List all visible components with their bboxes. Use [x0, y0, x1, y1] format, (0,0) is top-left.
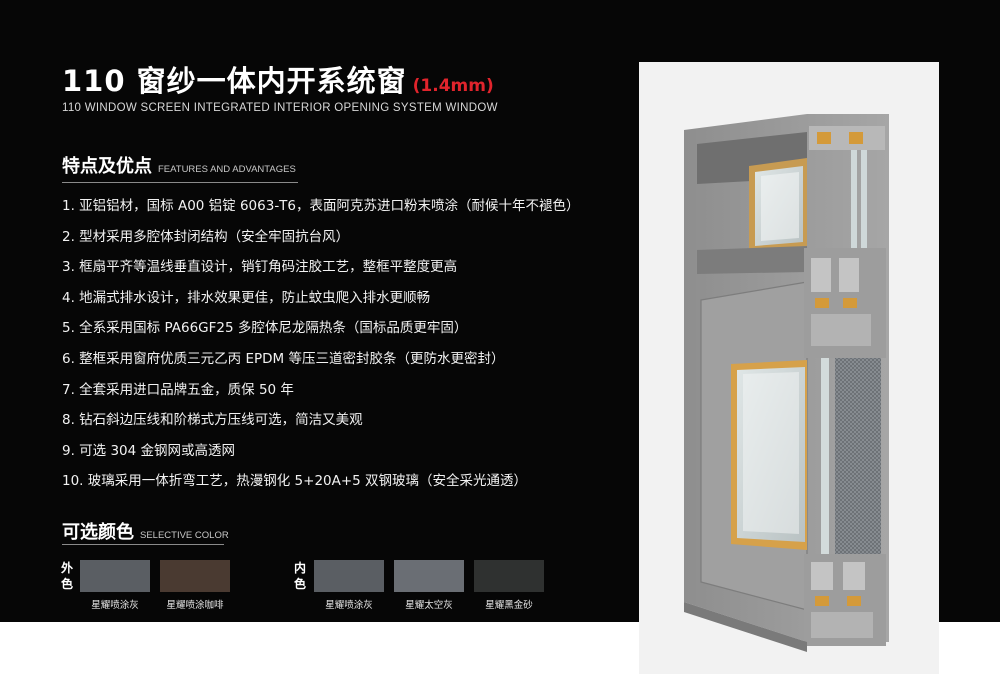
insulating-glass-pane: [861, 150, 867, 250]
feature-item: 7. 全套采用进口品牌五金，质保 50 年: [62, 381, 294, 398]
color-swatch[interactable]: 星耀喷涂灰: [314, 560, 384, 611]
swatch-name: 星耀黑金砂: [485, 600, 533, 611]
thermal-break-strip: [815, 596, 829, 606]
feature-item: 5. 全系采用国标 PA66GF25 多腔体尼龙隔热条（国标品质更牢固）: [62, 320, 468, 337]
thermal-break-strip: [817, 132, 831, 144]
color-swatch[interactable]: 星耀喷涂灰: [80, 560, 150, 611]
thermal-break-strip: [843, 298, 857, 308]
colors-heading-cn: 可选颜色: [62, 522, 134, 543]
colors-divider: [62, 544, 224, 545]
features-divider: [62, 182, 298, 183]
swatch-chip: [474, 560, 544, 592]
color-swatch[interactable]: 星耀黑金砂: [474, 560, 544, 611]
swatch-chip: [80, 560, 150, 592]
feature-item: 2. 型材采用多腔体封闭结构（安全牢固抗台风）: [62, 228, 350, 245]
page-subtitle: 110 WINDOW SCREEN INTEGRATED INTERIOR OP…: [62, 102, 498, 114]
profile-cavity: [811, 314, 871, 346]
swatch-name: 星耀喷涂咖啡: [166, 600, 224, 611]
feature-item: 8. 钻石斜边压线和阶梯式方压线可选，简洁又美观: [62, 412, 363, 429]
swatch-chip: [160, 560, 230, 592]
interior-color-label: 内 色: [293, 561, 306, 591]
profile-cavity: [811, 612, 873, 638]
swatch-name: 星耀喷涂灰: [91, 600, 139, 611]
feature-item: 6. 整框采用窗府优质三元乙丙 EPDM 等压三道密封胶条（更防水更密封）: [62, 350, 505, 367]
feature-item: 3. 框扇平齐等温线垂直设计，销钉角码注胶工艺，整框平整度更高: [62, 259, 458, 276]
swatch-name: 星耀太空灰: [405, 600, 453, 611]
window-cross-section-icon: [684, 114, 889, 652]
features-list: 1. 亚铝铝材，国标 A00 铝锭 6063-T6，表面阿克苏进口粉末喷涂（耐候…: [62, 196, 580, 502]
sash-glass-edge: [821, 358, 829, 554]
color-swatch[interactable]: 星耀太空灰: [394, 560, 464, 611]
features-heading-cn: 特点及优点: [62, 156, 152, 177]
product-image-panel: [639, 62, 939, 674]
insect-screen-mesh: [835, 358, 881, 554]
feature-item: 4. 地漏式排水设计，排水效果更佳，防止蚊虫爬入排水更顺畅: [62, 289, 431, 306]
features-heading-en: FEATURES AND ADVANTAGES: [158, 164, 296, 175]
profile-cavity: [839, 258, 859, 292]
page-title-main: 110 窗纱一体内开系统窗: [62, 64, 407, 98]
color-swatch[interactable]: 星耀喷涂咖啡: [160, 560, 230, 611]
page-title-spec: (1.4mm): [412, 76, 494, 96]
insulating-glass-pane: [851, 150, 857, 250]
page-title: 110 窗纱一体内开系统窗(1.4mm): [62, 58, 494, 100]
colors-heading-en: SELECTIVE COLOR: [140, 530, 229, 541]
thermal-break-strip: [815, 298, 829, 308]
swatch-chip: [394, 560, 464, 592]
profile-cavity: [811, 258, 831, 292]
swatch-chip: [314, 560, 384, 592]
swatch-name: 星耀喷涂灰: [325, 600, 373, 611]
features-heading: 特点及优点 FEATURES AND ADVANTAGES: [62, 152, 296, 178]
thermal-break-strip: [847, 596, 861, 606]
feature-item: 9. 可选 304 金钢网或高透网: [62, 442, 236, 459]
upper-glass-highlight: [761, 172, 799, 241]
feature-item: 1. 亚铝铝材，国标 A00 铝锭 6063-T6，表面阿克苏进口粉末喷涂（耐候…: [62, 198, 580, 214]
thermal-break-strip: [849, 132, 863, 144]
feature-item: 10. 玻璃采用一体折弯工艺，热漫钢化 5+20A+5 双钢玻璃（安全采光通透）: [62, 473, 528, 490]
profile-cavity: [811, 562, 833, 590]
lower-glass-highlight: [743, 372, 799, 534]
colors-heading: 可选颜色 SELECTIVE COLOR: [62, 518, 229, 544]
transom-bar: [697, 246, 807, 274]
exterior-color-label: 外 色: [60, 561, 73, 591]
frame-bottom-edge: [684, 602, 807, 652]
profile-cavity: [843, 562, 865, 590]
